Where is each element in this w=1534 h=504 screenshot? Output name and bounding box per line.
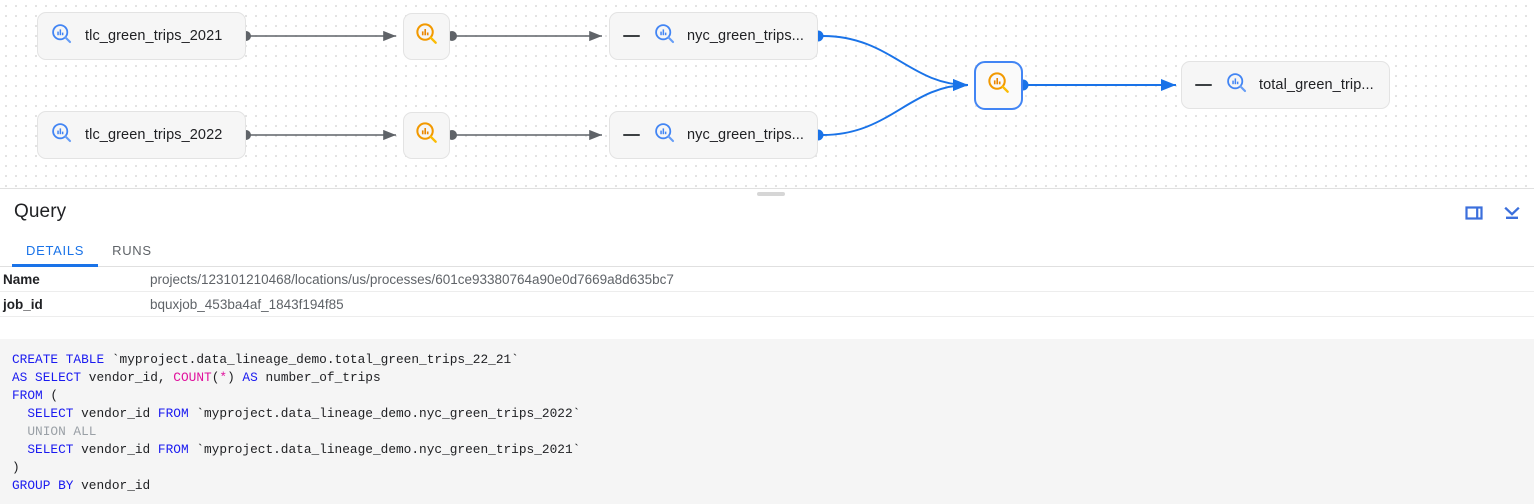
tab-details[interactable]: DETAILS	[12, 243, 99, 267]
lineage-graph-canvas[interactable]: tlc_green_trips_2021 tlc_green_trips_202…	[0, 0, 1534, 188]
panel-resize-handle[interactable]	[757, 192, 785, 196]
panel-header: Query	[0, 189, 1534, 236]
lineage-process-node-2[interactable]	[403, 112, 450, 159]
search-chart-icon-blue	[653, 22, 677, 51]
search-chart-icon-orange	[414, 120, 440, 151]
detail-value: bquxjob_453ba4af_1843f194f85	[150, 296, 344, 312]
search-chart-icon-orange	[986, 70, 1012, 101]
collapse-toggle-icon[interactable]	[623, 133, 640, 137]
table-row: Name projects/123101210468/locations/us/…	[0, 267, 1534, 292]
lineage-node-label: nyc_green_trips...	[687, 127, 805, 143]
lineage-node-label: total_green_trip...	[1259, 77, 1374, 93]
search-chart-icon-blue	[1225, 71, 1249, 100]
sql-text: CREATE TABLE `myproject.data_lineage_dem…	[12, 352, 581, 493]
lineage-node-label: tlc_green_trips_2022	[85, 127, 223, 143]
search-chart-icon-blue	[50, 121, 74, 150]
lineage-node-label: nyc_green_trips...	[687, 28, 805, 44]
tab-runs[interactable]: RUNS	[112, 243, 152, 258]
lineage-node-label: tlc_green_trips_2021	[85, 28, 223, 44]
lineage-node-nyc-green-trips-2022[interactable]: nyc_green_trips...	[609, 111, 818, 159]
panel-tabs: DETAILS RUNS	[0, 236, 1534, 267]
panel-title: Query	[14, 201, 67, 222]
panel-header-actions	[1462, 201, 1524, 225]
detail-key: Name	[3, 271, 40, 287]
lineage-process-node-1[interactable]	[403, 13, 450, 60]
collapse-toggle-icon[interactable]	[623, 34, 640, 38]
collapse-panel-icon[interactable]	[1500, 201, 1524, 225]
lineage-process-node-selected[interactable]	[974, 61, 1023, 110]
details-table: Name projects/123101210468/locations/us/…	[0, 267, 1534, 317]
search-chart-icon-blue	[50, 22, 74, 51]
sql-code-block[interactable]: CREATE TABLE `myproject.data_lineage_dem…	[0, 339, 1534, 504]
search-chart-icon-orange	[414, 21, 440, 52]
lineage-node-tlc-green-trips-2021[interactable]: tlc_green_trips_2021	[37, 12, 246, 60]
search-chart-icon-blue	[653, 121, 677, 150]
table-row: job_id bquxjob_453ba4af_1843f194f85	[0, 292, 1534, 317]
lineage-node-total-green-trips[interactable]: total_green_trip...	[1181, 61, 1390, 109]
query-details-panel: Query DETAILS RUNS	[0, 188, 1534, 504]
lineage-node-tlc-green-trips-2022[interactable]: tlc_green_trips_2022	[37, 111, 246, 159]
collapse-toggle-icon[interactable]	[1195, 83, 1212, 87]
split-panel-icon[interactable]	[1462, 201, 1486, 225]
detail-key: job_id	[3, 296, 43, 312]
detail-value: projects/123101210468/locations/us/proce…	[150, 271, 674, 287]
lineage-node-nyc-green-trips-2021[interactable]: nyc_green_trips...	[609, 12, 818, 60]
